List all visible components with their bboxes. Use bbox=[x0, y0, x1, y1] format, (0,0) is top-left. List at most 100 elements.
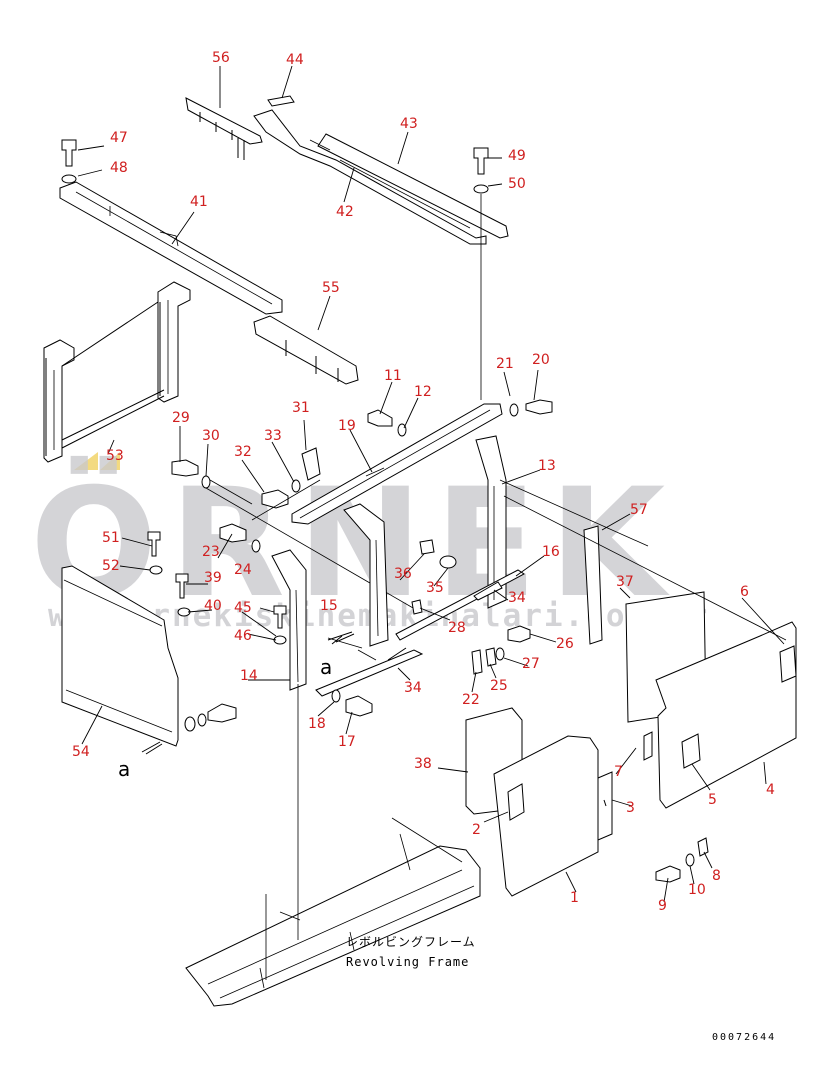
callout-14: 14 bbox=[240, 668, 258, 684]
strip-57 bbox=[583, 525, 603, 645]
callout-31: 31 bbox=[292, 400, 310, 416]
washer-48 bbox=[61, 174, 77, 184]
bolt-17 bbox=[345, 695, 373, 717]
bolt-45 bbox=[273, 605, 287, 629]
top-brackets bbox=[185, 95, 509, 245]
callout-1: 1 bbox=[570, 890, 579, 906]
clip-22 bbox=[471, 649, 483, 675]
callout-11: 11 bbox=[384, 368, 402, 384]
washer-18 bbox=[331, 689, 341, 703]
callout-16: 16 bbox=[542, 544, 560, 560]
bolt-51 bbox=[147, 531, 161, 557]
strips bbox=[315, 569, 525, 697]
right-panels bbox=[499, 479, 797, 883]
bolts-top bbox=[61, 139, 489, 400]
callout-27: 27 bbox=[522, 656, 540, 672]
clip-31 bbox=[301, 447, 321, 481]
beam-41 bbox=[59, 181, 283, 315]
callout-8: 8 bbox=[712, 868, 721, 884]
washer-21 bbox=[509, 403, 519, 417]
leader-lines bbox=[77, 65, 785, 903]
callout-53: 53 bbox=[106, 448, 124, 464]
callout-36: 36 bbox=[394, 566, 412, 582]
revolving-frame bbox=[185, 684, 481, 1007]
hinge-2 bbox=[507, 783, 525, 821]
callout-10: 10 bbox=[688, 882, 706, 898]
callout-55: 55 bbox=[322, 280, 340, 296]
watermark-triangle-right bbox=[100, 452, 120, 470]
callout-32: 32 bbox=[234, 444, 252, 460]
watermark-triangle-left bbox=[74, 452, 98, 470]
callout-20: 20 bbox=[532, 352, 550, 368]
callout-34-upper: 34 bbox=[508, 590, 526, 606]
washer-50 bbox=[473, 184, 489, 194]
bracket-56 bbox=[185, 97, 263, 160]
callout-57: 57 bbox=[630, 502, 648, 518]
callout-21: 21 bbox=[496, 356, 514, 372]
callout-18: 18 bbox=[308, 716, 326, 732]
washer-10 bbox=[685, 853, 695, 867]
cover-54 bbox=[61, 531, 373, 747]
washer-33 bbox=[291, 479, 301, 493]
callout-40: 40 bbox=[204, 598, 222, 614]
frame-label-en: Revolving Frame bbox=[346, 955, 469, 969]
bolt-23 bbox=[219, 523, 247, 543]
callout-22: 22 bbox=[462, 692, 480, 708]
post-14 bbox=[271, 549, 307, 691]
view-arrows bbox=[141, 631, 355, 755]
handle-5 bbox=[681, 733, 701, 769]
seal-7 bbox=[643, 731, 653, 761]
callout-6: 6 bbox=[740, 584, 749, 600]
bolt-36 bbox=[419, 539, 435, 555]
bolt-32 bbox=[261, 489, 289, 509]
callout-3: 3 bbox=[626, 800, 635, 816]
callout-17: 17 bbox=[338, 734, 356, 750]
callout-26: 26 bbox=[556, 636, 574, 652]
callout-12: 12 bbox=[414, 384, 432, 400]
bolt-11 bbox=[367, 409, 393, 427]
callout-15: 15 bbox=[320, 598, 338, 614]
callout-19: 19 bbox=[338, 418, 356, 434]
seal-3 bbox=[597, 771, 613, 841]
bracket-55 bbox=[253, 315, 359, 385]
callout-48: 48 bbox=[110, 160, 128, 176]
washer-52 bbox=[149, 565, 163, 575]
callout-13: 13 bbox=[538, 458, 556, 474]
view-letter-a-left: a bbox=[118, 757, 130, 781]
callout-34-lower: 34 bbox=[404, 680, 422, 696]
callout-9: 9 bbox=[658, 898, 667, 914]
bolt-39 bbox=[175, 573, 189, 599]
callout-35: 35 bbox=[426, 580, 444, 596]
callout-45: 45 bbox=[234, 600, 252, 616]
callout-49: 49 bbox=[508, 148, 526, 164]
small-parts-right bbox=[471, 625, 531, 675]
bolt-29 bbox=[171, 459, 199, 477]
callout-25: 25 bbox=[490, 678, 508, 694]
callout-37: 37 bbox=[616, 574, 634, 590]
door-left bbox=[465, 707, 613, 897]
post-13 bbox=[475, 435, 507, 609]
clip-8 bbox=[697, 837, 709, 857]
bolt-49 bbox=[473, 147, 489, 175]
pad-44 bbox=[267, 95, 295, 107]
clip-28 bbox=[411, 599, 423, 615]
callout-43: 43 bbox=[400, 116, 418, 132]
bolt-20 bbox=[525, 399, 553, 415]
callout-28: 28 bbox=[448, 620, 466, 636]
knob-35 bbox=[439, 555, 457, 569]
bar-42 bbox=[253, 109, 487, 245]
callout-33: 33 bbox=[264, 428, 282, 444]
callout-4: 4 bbox=[766, 782, 775, 798]
washer-30 bbox=[201, 475, 211, 489]
bolt-26 bbox=[507, 625, 531, 643]
callout-39: 39 bbox=[204, 570, 222, 586]
strip-34-upper bbox=[473, 581, 503, 601]
callout-41: 41 bbox=[190, 194, 208, 210]
callout-30: 30 bbox=[202, 428, 220, 444]
drawing-code: 00072644 bbox=[712, 1032, 776, 1043]
crossmember-19 bbox=[291, 403, 503, 525]
callout-23: 23 bbox=[202, 544, 220, 560]
bolt-47 bbox=[61, 139, 77, 167]
callout-52: 52 bbox=[102, 558, 120, 574]
